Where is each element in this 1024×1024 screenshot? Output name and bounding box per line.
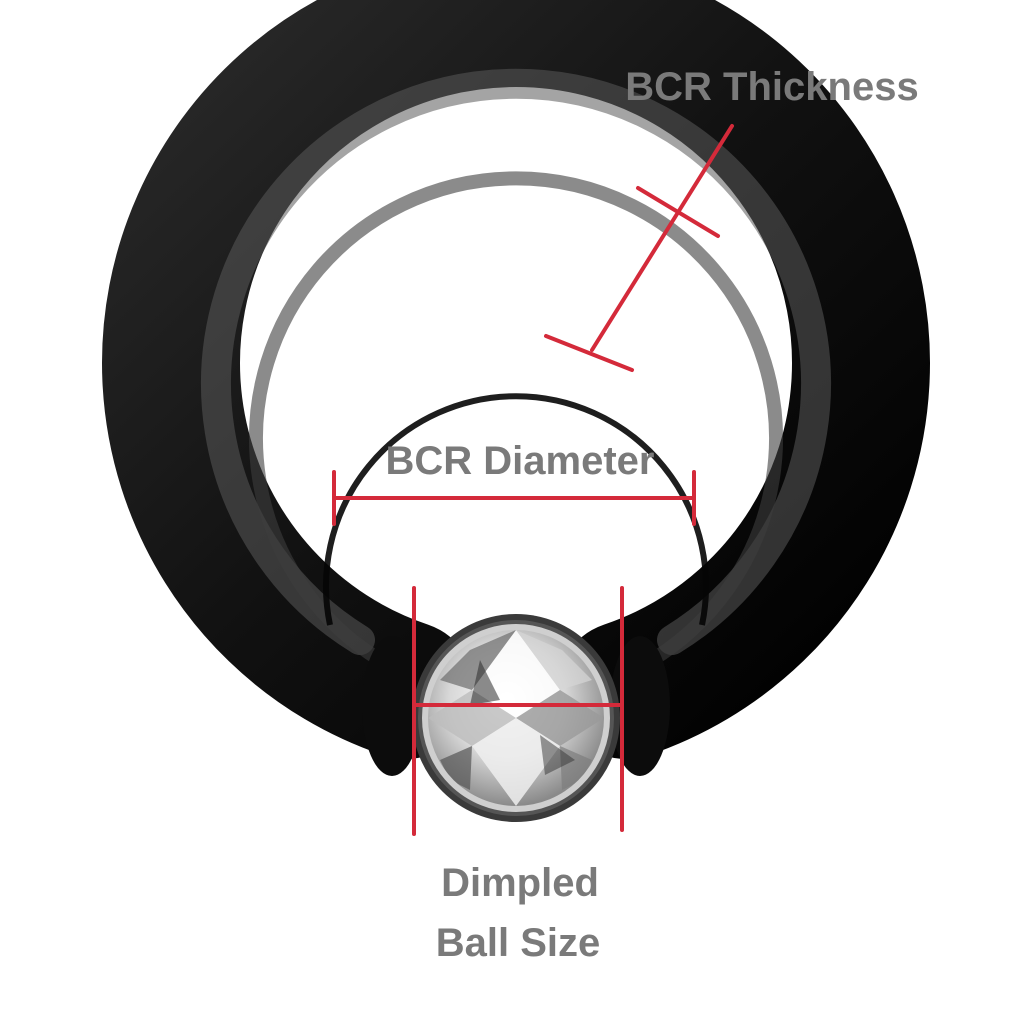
ring-inner-highlight [249,171,783,667]
ball-size-label-line2: Ball Size [436,921,601,965]
ball-size-label-line1: Dimpled [441,861,599,905]
bcr-thickness-label: BCR Thickness [625,65,918,109]
measurement-lines [332,124,734,836]
thickness-line [590,124,734,352]
captive-bead-ring-icon [102,0,930,776]
ring-body [102,0,930,759]
bcr-diameter-label: BCR Diameter [386,439,655,483]
thickness-tick-top [636,186,720,238]
thickness-tick-bottom [544,334,634,372]
ring-highlight [201,68,831,655]
round-crystal-gem-icon [412,614,620,822]
ring-end-right [610,636,670,776]
ring-end-left [362,636,422,776]
